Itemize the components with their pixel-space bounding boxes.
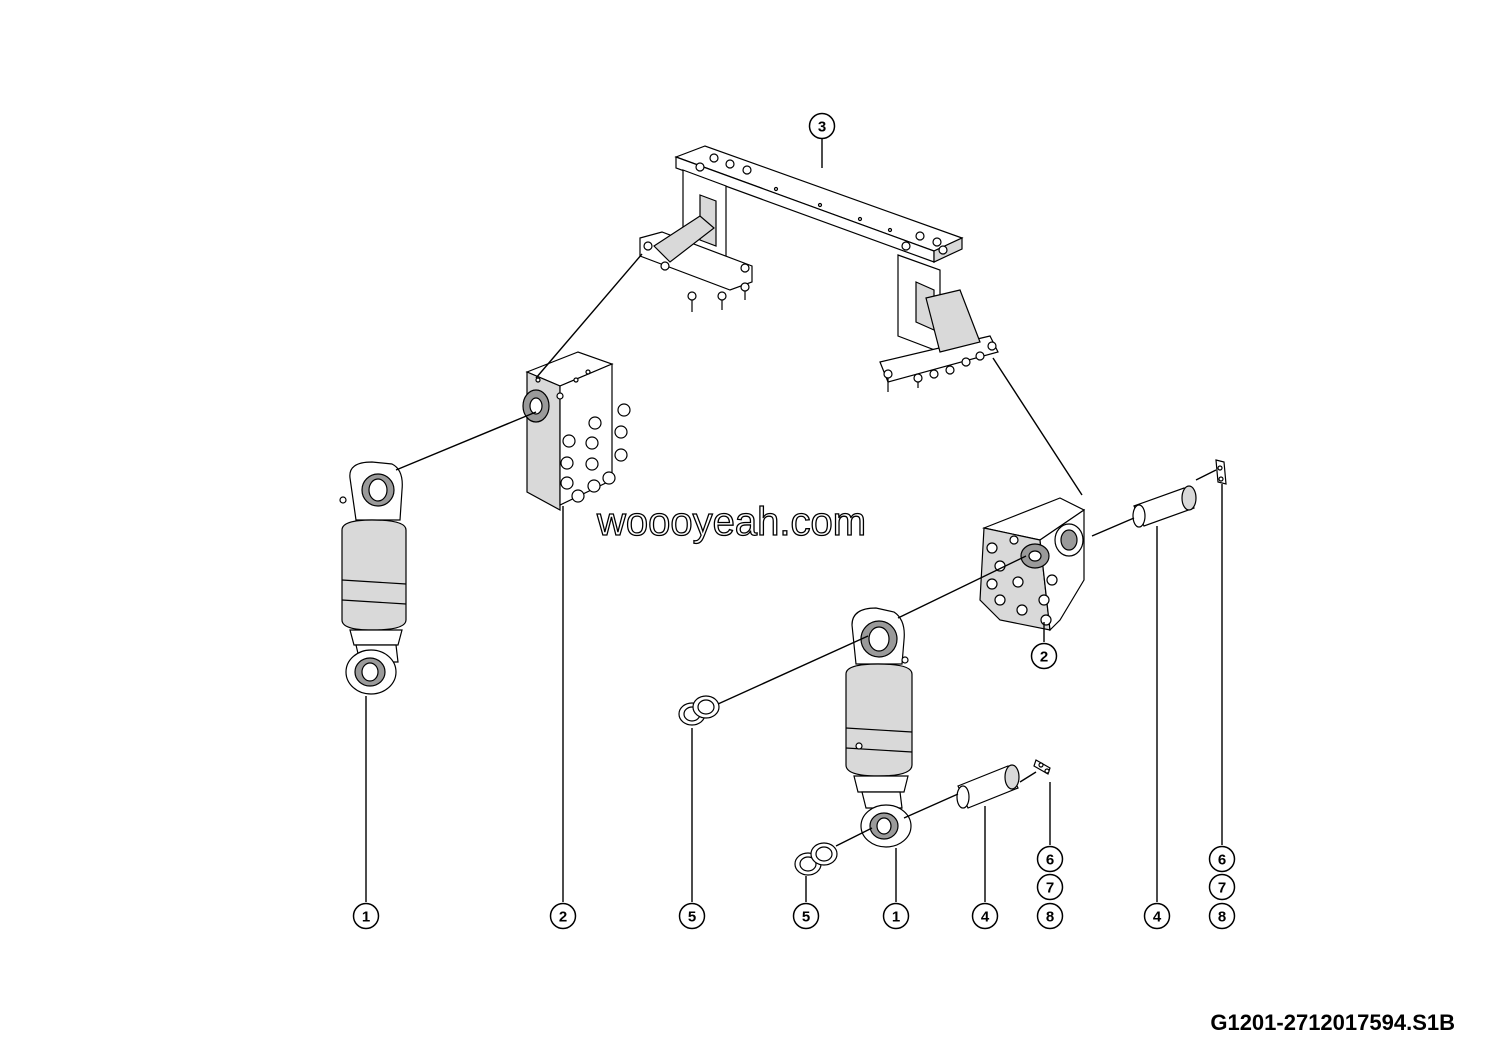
svg-text:2: 2 (1040, 649, 1048, 666)
callout-1-left: 1 (352, 902, 380, 930)
cylinder-right-part-1 (845, 607, 913, 848)
leader-lines (365, 139, 1223, 902)
pin-lower-part-4 (956, 764, 1020, 809)
watermark-text: woooyeah.com (596, 499, 867, 544)
svg-text:2: 2 (559, 909, 567, 926)
svg-text:7: 7 (1046, 880, 1054, 897)
callout-4-b: 4 (1143, 902, 1171, 930)
svg-text:1: 1 (362, 909, 370, 926)
callout-6-b: 6 (1208, 845, 1236, 873)
cross-member-part-3 (639, 145, 999, 392)
callout-7-a: 7 (1036, 873, 1064, 901)
svg-text:4: 4 (1153, 909, 1162, 926)
svg-text:6: 6 (1046, 852, 1054, 869)
mounting-bracket-left-part-2 (522, 351, 631, 512)
svg-text:6: 6 (1218, 852, 1226, 869)
document-id: G1201-2712017594.S1B (1210, 1010, 1455, 1035)
callout-8-a: 8 (1036, 902, 1064, 930)
svg-text:5: 5 (802, 909, 810, 926)
callout-8-b: 8 (1208, 902, 1236, 930)
svg-text:1: 1 (892, 909, 900, 926)
callout-1-right: 1 (882, 902, 910, 930)
retainer-lower-parts-6-7-8 (1033, 759, 1051, 775)
callout-5-b: 5 (792, 902, 820, 930)
callout-5-a: 5 (678, 902, 706, 930)
callout-2-left: 2 (549, 902, 577, 930)
svg-text:4: 4 (981, 909, 990, 926)
callout-4-a: 4 (971, 902, 999, 930)
svg-text:7: 7 (1218, 880, 1226, 897)
svg-text:5: 5 (688, 909, 696, 926)
pin-upper-part-4 (1132, 485, 1197, 528)
callout-6-a: 6 (1036, 845, 1064, 873)
callout-2-right: 2 (1030, 642, 1058, 670)
svg-text:8: 8 (1218, 909, 1226, 926)
callout-7-b: 7 (1208, 873, 1236, 901)
callout-3-top: 3 (808, 112, 836, 140)
seal-rings-lower-part-5 (794, 842, 838, 876)
svg-text:3: 3 (818, 119, 826, 136)
retainer-upper-parts-6-7-8 (1215, 459, 1227, 485)
cylinder-left-part-1 (339, 461, 407, 695)
seal-rings-upper-part-5 (678, 695, 720, 726)
svg-text:8: 8 (1046, 909, 1054, 926)
mounting-bracket-right-part-2 (979, 497, 1086, 632)
